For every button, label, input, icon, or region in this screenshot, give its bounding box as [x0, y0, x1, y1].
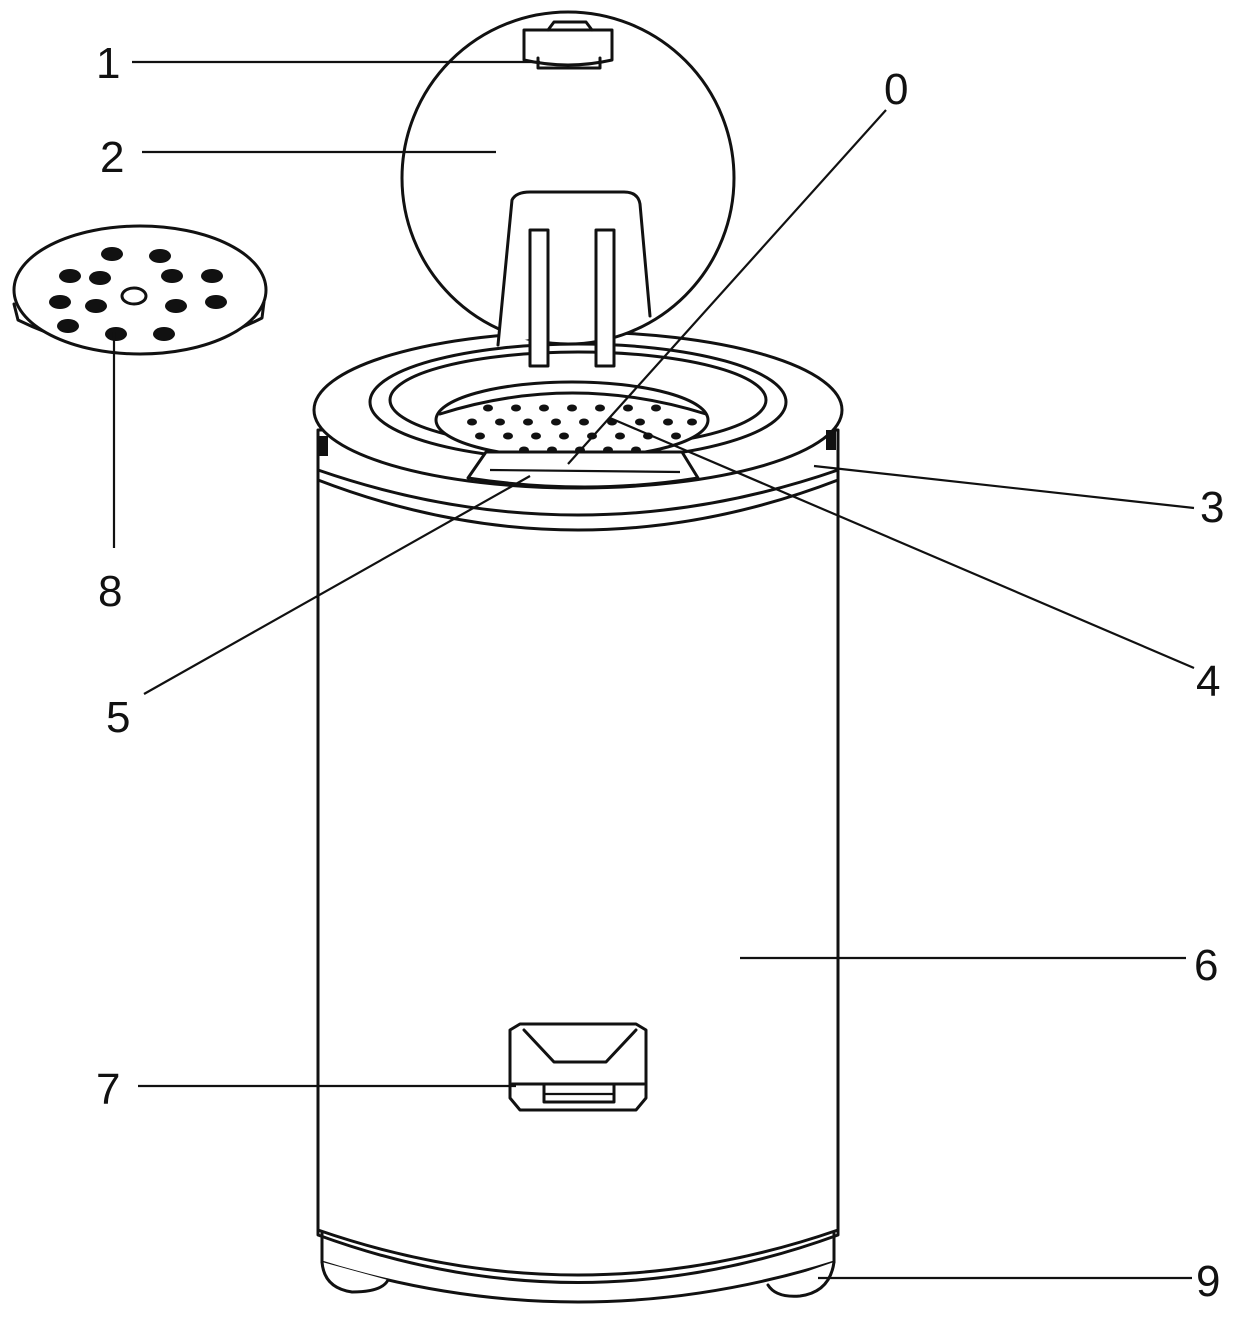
- dryer-body: [316, 468, 840, 1304]
- spin-disc: [12, 224, 268, 356]
- label-9: 9: [1196, 1257, 1220, 1306]
- disc-hole: [149, 249, 171, 263]
- label-4: 4: [1196, 657, 1220, 706]
- disc-hole: [59, 269, 81, 283]
- basket-hole: [687, 418, 697, 426]
- dryer-feet: [320, 1260, 836, 1298]
- leader-5: [143, 475, 531, 695]
- part-labels: 1 2 0 8 3 4 5 6 7 9: [96, 39, 1224, 1306]
- basket-hole: [467, 418, 477, 426]
- label-0: 0: [884, 65, 908, 114]
- basket-hole: [595, 404, 605, 412]
- basket-holes: [467, 404, 697, 454]
- disc-hole: [89, 271, 111, 285]
- disc-hole: [161, 269, 183, 283]
- drain-outlet: [508, 1022, 648, 1112]
- label-2: 2: [100, 133, 124, 182]
- label-1: 1: [96, 39, 120, 88]
- basket-hole: [579, 418, 589, 426]
- label-7: 7: [96, 1065, 120, 1114]
- basket-hole: [495, 418, 505, 426]
- disc-hole: [49, 295, 71, 309]
- label-8: 8: [98, 567, 122, 616]
- label-6: 6: [1194, 941, 1218, 990]
- label-5: 5: [106, 693, 130, 742]
- disc-hole: [205, 295, 227, 309]
- disc-hole: [153, 327, 175, 341]
- basket-hole: [567, 404, 577, 412]
- brake-tab: [466, 450, 700, 489]
- lid: [400, 10, 736, 368]
- basket-hole: [615, 432, 625, 440]
- basket-hole: [539, 404, 549, 412]
- disc-hole: [101, 247, 123, 261]
- disc-hole: [85, 299, 107, 313]
- label-3: 3: [1200, 483, 1224, 532]
- basket-hole: [623, 404, 633, 412]
- basket-hole: [651, 404, 661, 412]
- basket-hole: [559, 432, 569, 440]
- perforated-basket: [434, 380, 710, 460]
- disc-hole: [105, 327, 127, 341]
- basket-hole: [551, 418, 561, 426]
- basket-hole: [663, 418, 673, 426]
- basket-hole: [475, 432, 485, 440]
- basket-hole: [635, 418, 645, 426]
- leader-0: [567, 109, 887, 465]
- basket-hole: [503, 432, 513, 440]
- basket-hole: [671, 432, 681, 440]
- leader-lines: [112, 60, 1195, 1280]
- leader-4: [609, 416, 1195, 670]
- disc-holes: [49, 247, 227, 341]
- basket-hole: [523, 418, 533, 426]
- basket-hole: [511, 404, 521, 412]
- disc-hole: [165, 299, 187, 313]
- disc-hole: [201, 269, 223, 283]
- leader-3: [813, 464, 1195, 510]
- basket-hole: [531, 432, 541, 440]
- basket-hole: [483, 404, 493, 412]
- disc-hole: [57, 319, 79, 333]
